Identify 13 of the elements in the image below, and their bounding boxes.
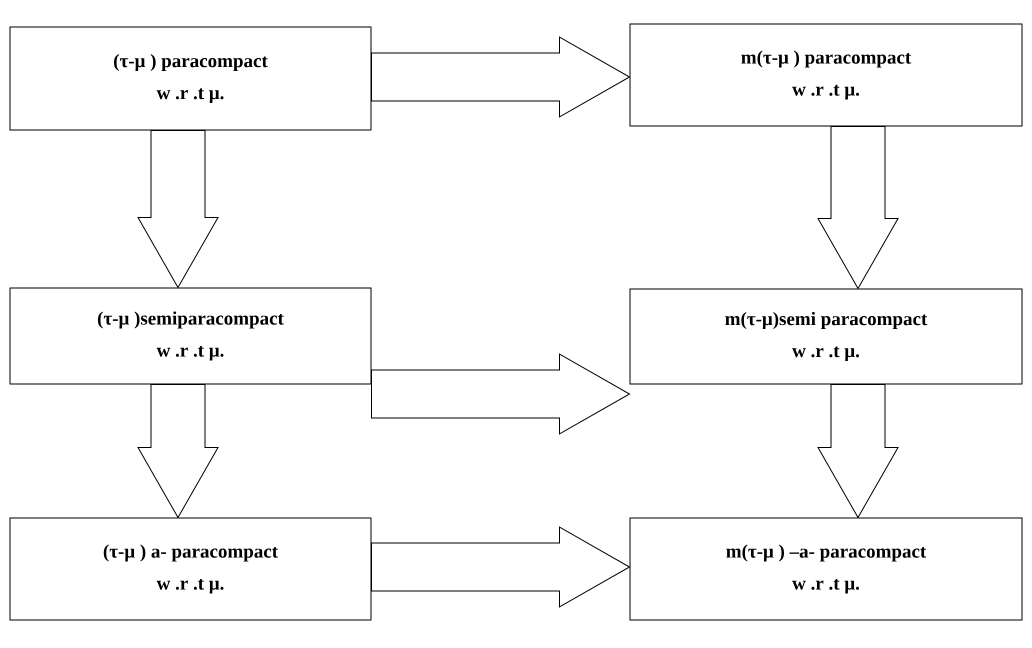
process-box: m(τ-μ)semi paracompact w .r .t μ. [629,288,1023,385]
block-arrow [371,36,630,118]
process-box: (τ-μ )semiparacompact w .r .t μ. [9,287,372,385]
process-box: m(τ-μ ) –a- paracompact w .r .t μ. [629,517,1023,621]
process-box: m(τ-μ ) paracompact w .r .t μ. [629,23,1023,127]
process-box: (τ-μ ) paracompact w .r .t μ. [9,26,372,131]
block-arrow [817,126,899,289]
block-arrow [137,130,219,288]
process-box: (τ-μ ) a- paracompact w .r .t μ. [9,517,372,621]
block-arrow [371,526,630,608]
block-arrow [371,353,630,435]
block-arrow [137,384,219,518]
block-arrow [817,384,899,518]
